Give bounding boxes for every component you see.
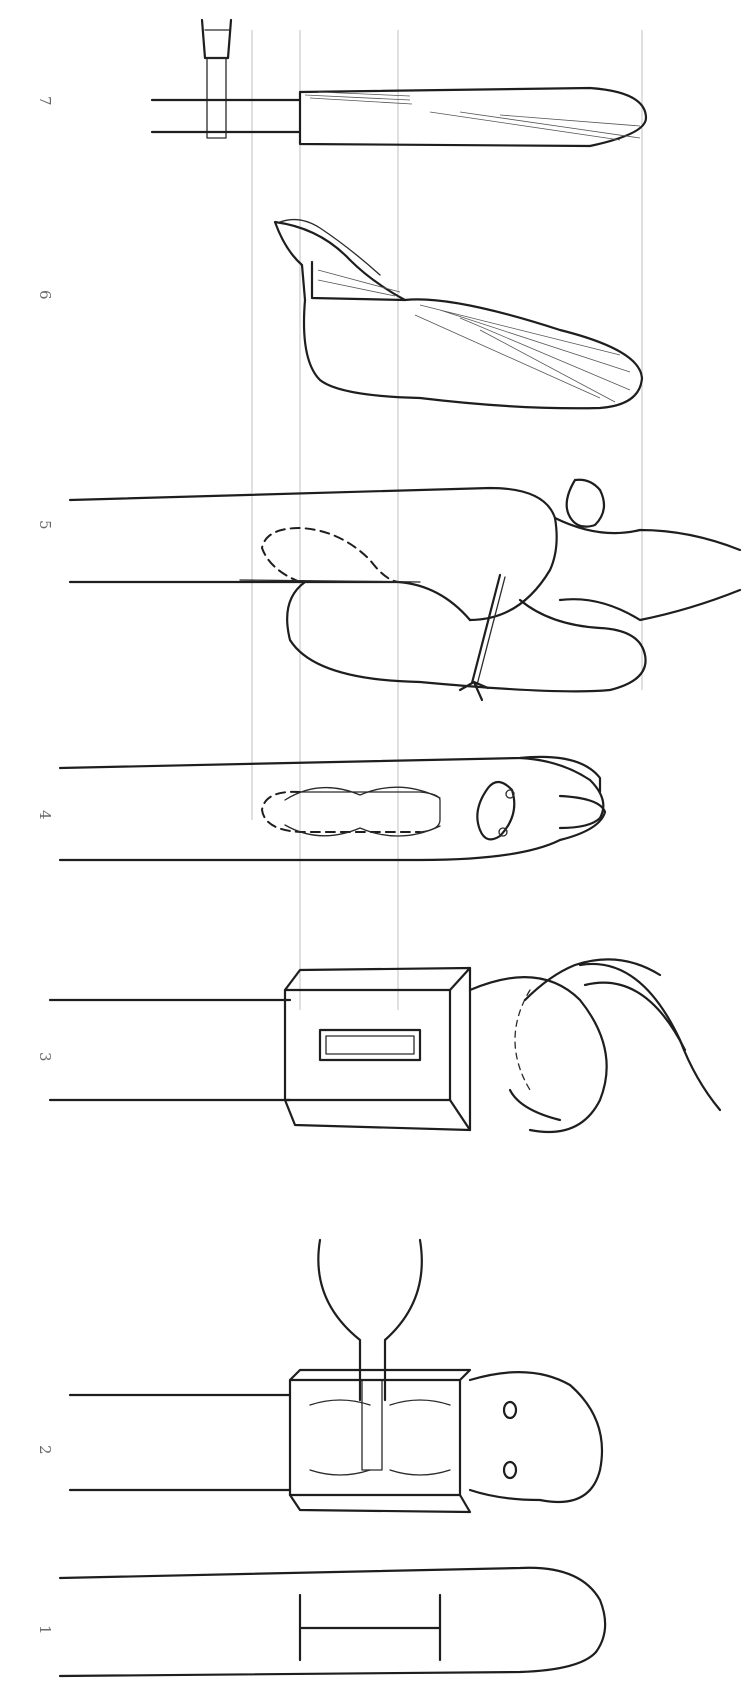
step-5-drawing bbox=[70, 480, 740, 700]
step-1-drawing bbox=[60, 1568, 605, 1676]
step-label-4: 4 bbox=[36, 810, 54, 820]
step-7-drawing bbox=[152, 20, 646, 146]
alignment-guides bbox=[252, 30, 642, 1010]
step-3-drawing bbox=[50, 959, 720, 1132]
step-label-3: 3 bbox=[36, 1052, 54, 1062]
step-label-1: 1 bbox=[36, 1625, 54, 1635]
step-4-drawing bbox=[60, 757, 605, 860]
step-label-5: 5 bbox=[36, 520, 54, 530]
step-label-2: 2 bbox=[36, 1445, 54, 1455]
step-2-drawing bbox=[70, 1240, 602, 1512]
step-labels: 7 6 5 4 3 2 1 bbox=[36, 96, 54, 1635]
step-label-7: 7 bbox=[36, 96, 54, 106]
step-label-6: 6 bbox=[36, 290, 54, 300]
step-6-drawing bbox=[275, 220, 642, 409]
